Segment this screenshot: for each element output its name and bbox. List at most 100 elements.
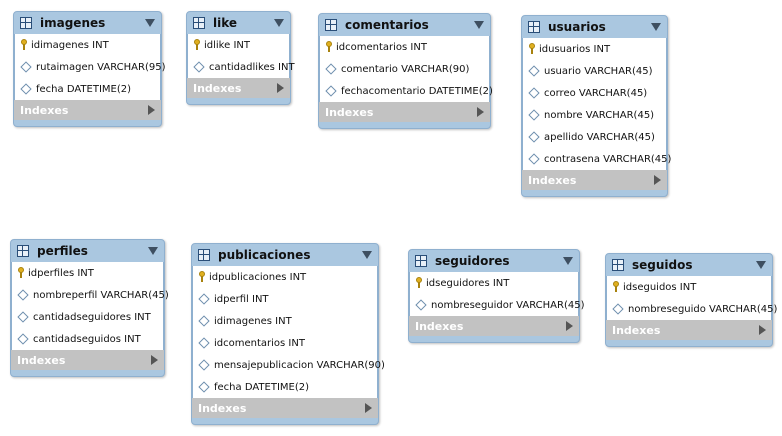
column-row[interactable]: fechacomentario DATETIME(2) — [320, 80, 493, 102]
column-label: fecha DATETIME(2) — [36, 83, 131, 95]
column-diamond-icon — [612, 303, 624, 315]
expand-arrow-icon[interactable] — [654, 175, 661, 185]
collapse-arrow-icon[interactable] — [756, 261, 766, 269]
column-label: rutaimagen VARCHAR(95) — [36, 61, 166, 73]
column-row[interactable]: correo VARCHAR(45) — [523, 82, 666, 104]
table-header[interactable]: imagenes — [14, 12, 161, 34]
column-diamond-icon — [193, 61, 205, 73]
table-icon — [612, 259, 624, 271]
column-row[interactable]: rutaimagen VARCHAR(95) — [15, 56, 165, 78]
column-label: contrasena VARCHAR(45) — [544, 153, 672, 165]
collapse-arrow-icon[interactable] — [274, 19, 284, 27]
table-seguidos[interactable]: seguidos idseguidos INT nombreseguido VA… — [605, 253, 777, 347]
column-label: idcomentarios INT — [336, 41, 427, 53]
column-diamond-icon — [528, 65, 540, 77]
column-row[interactable]: fecha DATETIME(2) — [193, 376, 377, 398]
column-row[interactable]: contrasena VARCHAR(45) — [523, 148, 671, 170]
indexes-section[interactable]: Indexes — [14, 100, 161, 120]
table-header[interactable]: perfiles — [11, 240, 164, 262]
expand-arrow-icon[interactable] — [566, 321, 573, 331]
expand-arrow-icon[interactable] — [277, 83, 284, 93]
column-row[interactable]: nombreseguidor VARCHAR(45) — [410, 294, 584, 316]
indexes-section[interactable]: Indexes — [11, 350, 164, 370]
table-title: imagenes — [40, 16, 106, 30]
column-row[interactable]: idperfil INT — [193, 288, 377, 310]
column-row[interactable]: idseguidos INT — [607, 276, 771, 298]
indexes-label: Indexes — [528, 173, 577, 187]
table-title: usuarios — [548, 20, 606, 34]
column-row[interactable]: cantidadlikes INT — [188, 56, 295, 78]
table-header[interactable]: publicaciones — [192, 244, 378, 266]
table-header[interactable]: like — [187, 12, 290, 34]
collapse-arrow-icon[interactable] — [148, 247, 158, 255]
expand-arrow-icon[interactable] — [759, 325, 766, 335]
column-label: cantidadlikes INT — [209, 61, 295, 73]
column-row[interactable]: nombreseguido VARCHAR(45) — [607, 298, 777, 320]
column-row[interactable]: usuario VARCHAR(45) — [523, 60, 666, 82]
primary-key-icon — [193, 39, 201, 51]
column-label: fechacomentario DATETIME(2) — [341, 85, 493, 97]
table-header[interactable]: seguidores — [409, 250, 579, 272]
column-row[interactable]: idcomentarios INT — [193, 332, 377, 354]
table-imagenes[interactable]: imagenes idimagenes INT rutaimagen VARCH… — [13, 11, 165, 127]
table-perfiles[interactable]: perfiles idperfiles INT nombreperfil VAR… — [10, 239, 169, 377]
collapse-arrow-icon[interactable] — [563, 257, 573, 265]
column-label: nombreseguidor VARCHAR(45) — [431, 299, 585, 311]
indexes-section[interactable]: Indexes — [319, 102, 490, 122]
table-header[interactable]: usuarios — [522, 16, 667, 38]
column-label: usuario VARCHAR(45) — [544, 65, 653, 77]
column-row[interactable]: idlike INT — [188, 34, 289, 56]
column-row[interactable]: nombre VARCHAR(45) — [523, 104, 666, 126]
primary-key-icon — [20, 39, 28, 51]
table-title: seguidores — [435, 254, 510, 268]
column-diamond-icon — [17, 311, 29, 323]
column-row[interactable]: idcomentarios INT — [320, 36, 489, 58]
column-label: idusuarios INT — [539, 43, 611, 55]
column-diamond-icon — [528, 153, 540, 165]
indexes-label: Indexes — [415, 319, 464, 333]
indexes-section[interactable]: Indexes — [606, 320, 772, 340]
column-row[interactable]: cantidadseguidores INT — [12, 306, 163, 328]
column-row[interactable]: idpublicaciones INT — [193, 266, 377, 288]
table-title: comentarios — [345, 18, 429, 32]
column-row[interactable]: mensajepublicacion VARCHAR(90) — [193, 354, 385, 376]
table-header[interactable]: seguidos — [606, 254, 772, 276]
column-diamond-icon — [415, 299, 427, 311]
indexes-section[interactable]: Indexes — [522, 170, 667, 190]
expand-arrow-icon[interactable] — [477, 107, 484, 117]
expand-arrow-icon[interactable] — [151, 355, 158, 365]
collapse-arrow-icon[interactable] — [362, 251, 372, 259]
column-label: idcomentarios INT — [214, 337, 305, 349]
table-header[interactable]: comentarios — [319, 14, 490, 36]
column-row[interactable]: idimagenes INT — [15, 34, 160, 56]
column-row[interactable]: idusuarios INT — [523, 38, 666, 60]
column-row[interactable]: idimagenes INT — [193, 310, 377, 332]
column-row[interactable]: comentario VARCHAR(90) — [320, 58, 489, 80]
table-icon — [198, 249, 210, 261]
column-row[interactable]: fecha DATETIME(2) — [15, 78, 160, 100]
indexes-label: Indexes — [20, 103, 69, 117]
table-like[interactable]: like idlike INT cantidadlikes INT Indexe… — [186, 11, 295, 105]
collapse-arrow-icon[interactable] — [474, 21, 484, 29]
table-usuarios[interactable]: usuarios idusuarios INT usuario VARCHAR(… — [521, 15, 671, 197]
column-row[interactable]: apellido VARCHAR(45) — [523, 126, 666, 148]
indexes-section[interactable]: Indexes — [187, 78, 290, 98]
expand-arrow-icon[interactable] — [365, 403, 372, 413]
table-seguidores[interactable]: seguidores idseguidores INT nombreseguid… — [408, 249, 584, 343]
expand-arrow-icon[interactable] — [148, 105, 155, 115]
indexes-section[interactable]: Indexes — [409, 316, 579, 336]
column-row[interactable]: idperfiles INT — [12, 262, 163, 284]
column-row[interactable]: nombreperfil VARCHAR(45) — [12, 284, 169, 306]
column-row[interactable]: idseguidores INT — [410, 272, 578, 294]
column-label: nombreseguido VARCHAR(45) — [628, 303, 778, 315]
table-comentarios[interactable]: comentarios idcomentarios INT comentario… — [318, 13, 493, 129]
column-label: idseguidos INT — [623, 281, 697, 293]
collapse-arrow-icon[interactable] — [145, 19, 155, 27]
table-title: like — [213, 16, 238, 30]
column-row[interactable]: cantidadseguidos INT — [12, 328, 163, 350]
column-label: apellido VARCHAR(45) — [544, 131, 655, 143]
collapse-arrow-icon[interactable] — [651, 23, 661, 31]
indexes-label: Indexes — [612, 323, 661, 337]
indexes-section[interactable]: Indexes — [192, 398, 378, 418]
table-publicaciones[interactable]: publicaciones idpublicaciones INT idperf… — [191, 243, 385, 425]
